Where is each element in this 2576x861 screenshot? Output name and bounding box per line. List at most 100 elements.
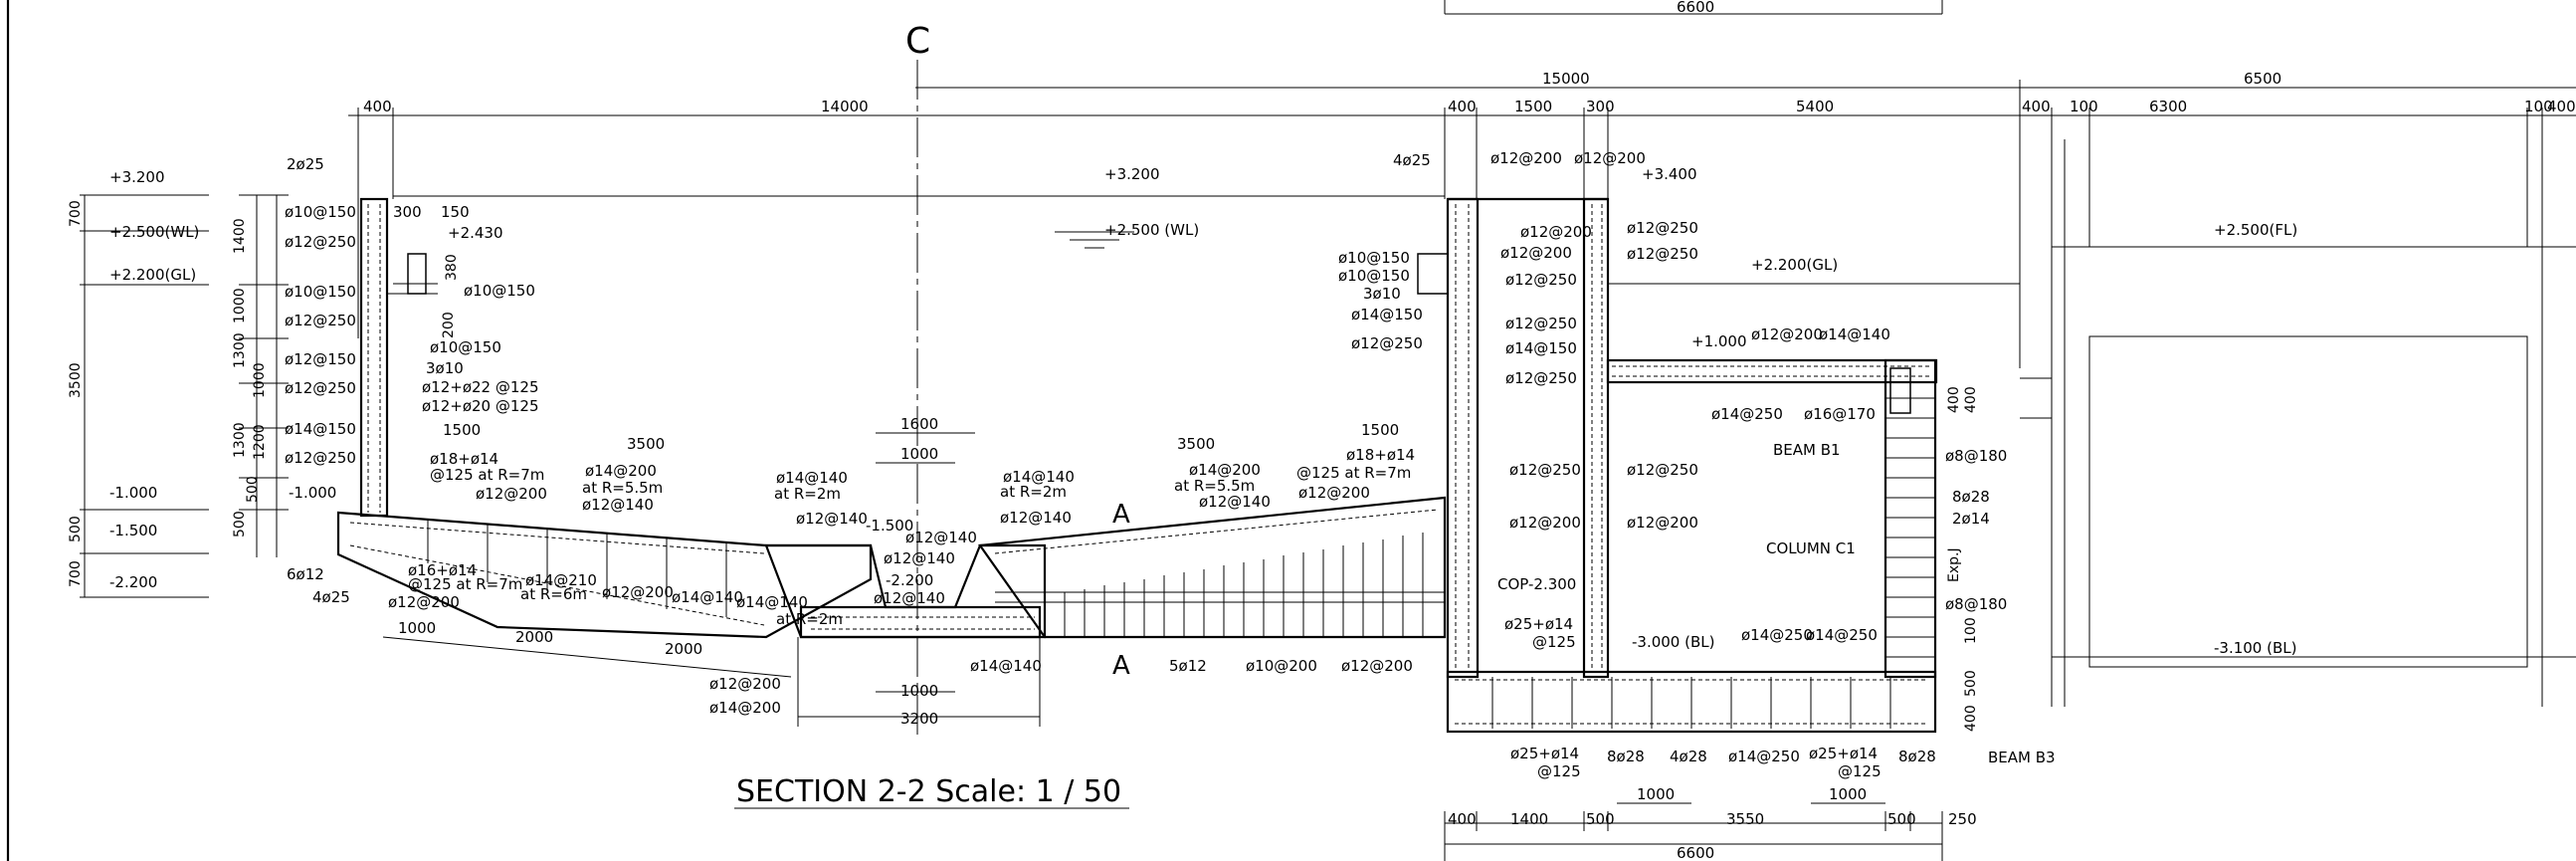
svg-text:1000: 1000 xyxy=(900,682,938,700)
left-wall xyxy=(359,197,438,518)
svg-text:@125: @125 xyxy=(1537,762,1581,780)
center-annotations: 1600 1000 ø12@140 ø12@140 ø12@140 1000 3… xyxy=(874,415,1413,728)
svg-text:ø14@200: ø14@200 xyxy=(585,462,657,480)
svg-text:ø14@140: ø14@140 xyxy=(1819,325,1890,343)
svg-text:ø12@200: ø12@200 xyxy=(709,675,781,693)
svg-text:+3.400: +3.400 xyxy=(1642,165,1697,183)
centerline-symbol: C xyxy=(905,21,930,62)
svg-text:@125: @125 xyxy=(1532,633,1576,651)
svg-text:ø12@250: ø12@250 xyxy=(1509,461,1581,479)
svg-text:8ø28: 8ø28 xyxy=(1607,748,1645,765)
svg-text:-1.500: -1.500 xyxy=(109,522,157,539)
svg-text:+2.500(FL): +2.500(FL) xyxy=(2214,221,2297,239)
svg-text:400: 400 xyxy=(2547,98,2576,115)
svg-text:ø12@140: ø12@140 xyxy=(796,510,868,528)
svg-text:-2.200: -2.200 xyxy=(109,573,157,591)
svg-text:ø12@140: ø12@140 xyxy=(1199,493,1271,511)
svg-text:ø12@200: ø12@200 xyxy=(1751,325,1823,343)
svg-text:ø18+ø14: ø18+ø14 xyxy=(1346,446,1415,464)
svg-text:ø25+ø14: ø25+ø14 xyxy=(1809,745,1878,762)
svg-text:700: 700 xyxy=(68,200,84,227)
svg-text:400: 400 xyxy=(1963,705,1979,732)
svg-text:500: 500 xyxy=(1887,810,1916,828)
left-dimension-columns xyxy=(84,194,289,597)
bottom-dimension-lines xyxy=(382,432,1943,861)
svg-text:3500: 3500 xyxy=(627,435,665,453)
svg-text:300: 300 xyxy=(1586,98,1615,115)
svg-text:1400: 1400 xyxy=(232,218,248,254)
svg-text:ø8@180: ø8@180 xyxy=(1945,447,2007,465)
svg-text:+2.430: +2.430 xyxy=(448,224,503,242)
svg-text:ø16+ø14: ø16+ø14 xyxy=(408,561,477,579)
svg-text:at R=2m: at R=2m xyxy=(1000,483,1067,501)
svg-text:4ø25: 4ø25 xyxy=(312,588,350,606)
svg-text:ø14@150: ø14@150 xyxy=(285,420,356,438)
level-mark-texts: +3.200 +2.500(WL) +2.200(GL) -1.000 -1.5… xyxy=(109,165,2297,657)
svg-text:BEAM B1: BEAM B1 xyxy=(1773,441,1841,459)
svg-text:ø12@250: ø12@250 xyxy=(1505,315,1577,332)
svg-text:at R=6m: at R=6m xyxy=(520,585,587,603)
svg-text:ø12@200: ø12@200 xyxy=(1490,149,1562,167)
svg-text:500: 500 xyxy=(1586,810,1615,828)
svg-text:-1.000: -1.000 xyxy=(289,484,336,502)
svg-text:1600: 1600 xyxy=(900,415,938,433)
svg-text:3550: 3550 xyxy=(1726,810,1764,828)
svg-text:200: 200 xyxy=(441,312,457,338)
svg-text:ø12@140: ø12@140 xyxy=(1000,509,1072,527)
svg-text:ø12@200: ø12@200 xyxy=(1520,223,1592,241)
svg-text:ø12@250: ø12@250 xyxy=(285,379,356,397)
top-dimension-texts: 6600 15000 6500 400 14000 400 1500 300 5… xyxy=(363,0,2576,115)
svg-text:ø12+ø22 @125: ø12+ø22 @125 xyxy=(422,378,539,396)
svg-text:ø18+ø14: ø18+ø14 xyxy=(430,450,498,468)
svg-text:1000: 1000 xyxy=(398,619,436,637)
svg-text:400: 400 xyxy=(1946,386,1962,413)
svg-text:1400: 1400 xyxy=(1510,810,1548,828)
svg-text:100: 100 xyxy=(2070,98,2098,115)
svg-text:-2.200: -2.200 xyxy=(886,571,933,589)
svg-text:ø12@200: ø12@200 xyxy=(1298,484,1370,502)
svg-text:150: 150 xyxy=(441,203,470,221)
svg-text:700: 700 xyxy=(68,560,84,587)
svg-text:ø14@250: ø14@250 xyxy=(1711,405,1783,423)
svg-text:500: 500 xyxy=(245,476,261,503)
svg-text:ø14@140: ø14@140 xyxy=(1003,468,1075,486)
svg-text:ø14@140: ø14@140 xyxy=(970,657,1042,675)
svg-text:1200: 1200 xyxy=(252,424,268,460)
svg-text:8ø28: 8ø28 xyxy=(1898,748,1936,765)
svg-text:+3.200: +3.200 xyxy=(109,168,165,186)
svg-text:BEAM B3: BEAM B3 xyxy=(1988,749,2056,766)
svg-text:ø12@200: ø12@200 xyxy=(1574,149,1646,167)
svg-text:ø12@140: ø12@140 xyxy=(874,589,945,607)
svg-text:4ø28: 4ø28 xyxy=(1670,748,1707,765)
svg-text:ø12@250: ø12@250 xyxy=(1505,271,1577,289)
svg-text:ø12@150: ø12@150 xyxy=(285,350,356,368)
svg-text:at R=2m: at R=2m xyxy=(774,485,841,503)
svg-text:1000: 1000 xyxy=(252,362,268,398)
svg-text:+2.500(WL): +2.500(WL) xyxy=(109,223,199,241)
svg-text:ø10@150: ø10@150 xyxy=(285,283,356,301)
svg-text:ø12@250: ø12@250 xyxy=(1627,461,1698,479)
svg-text:6ø12: 6ø12 xyxy=(287,565,324,583)
svg-text:3ø10: 3ø10 xyxy=(426,359,464,377)
svg-text:250: 250 xyxy=(1948,810,1977,828)
svg-text:1500: 1500 xyxy=(1361,421,1399,439)
svg-text:400: 400 xyxy=(1448,98,1477,115)
svg-text:ø14@200: ø14@200 xyxy=(709,699,781,717)
svg-text:ø12@250: ø12@250 xyxy=(1627,219,1698,237)
svg-text:6300: 6300 xyxy=(2149,98,2187,115)
svg-text:@125 at R=7m: @125 at R=7m xyxy=(408,575,522,593)
svg-text:+2.200(GL): +2.200(GL) xyxy=(1751,256,1838,274)
svg-text:400: 400 xyxy=(2022,98,2051,115)
svg-text:ø10@200: ø10@200 xyxy=(1246,657,1317,675)
svg-text:@125: @125 xyxy=(1838,762,1882,780)
left-vertical-dimension-texts: 700 3500 500 700 1400 1000 1300 1000 130… xyxy=(68,200,268,587)
svg-text:ø12@250: ø12@250 xyxy=(285,312,356,329)
svg-text:ø12@250: ø12@250 xyxy=(1505,369,1577,387)
svg-text:ø14@250: ø14@250 xyxy=(1741,626,1813,644)
svg-text:400: 400 xyxy=(363,98,392,115)
svg-text:1500: 1500 xyxy=(443,421,481,439)
svg-text:-1.500: -1.500 xyxy=(866,517,913,535)
right-tank xyxy=(2020,139,2543,707)
svg-text:2ø14: 2ø14 xyxy=(1952,510,1990,528)
svg-text:300: 300 xyxy=(393,203,422,221)
